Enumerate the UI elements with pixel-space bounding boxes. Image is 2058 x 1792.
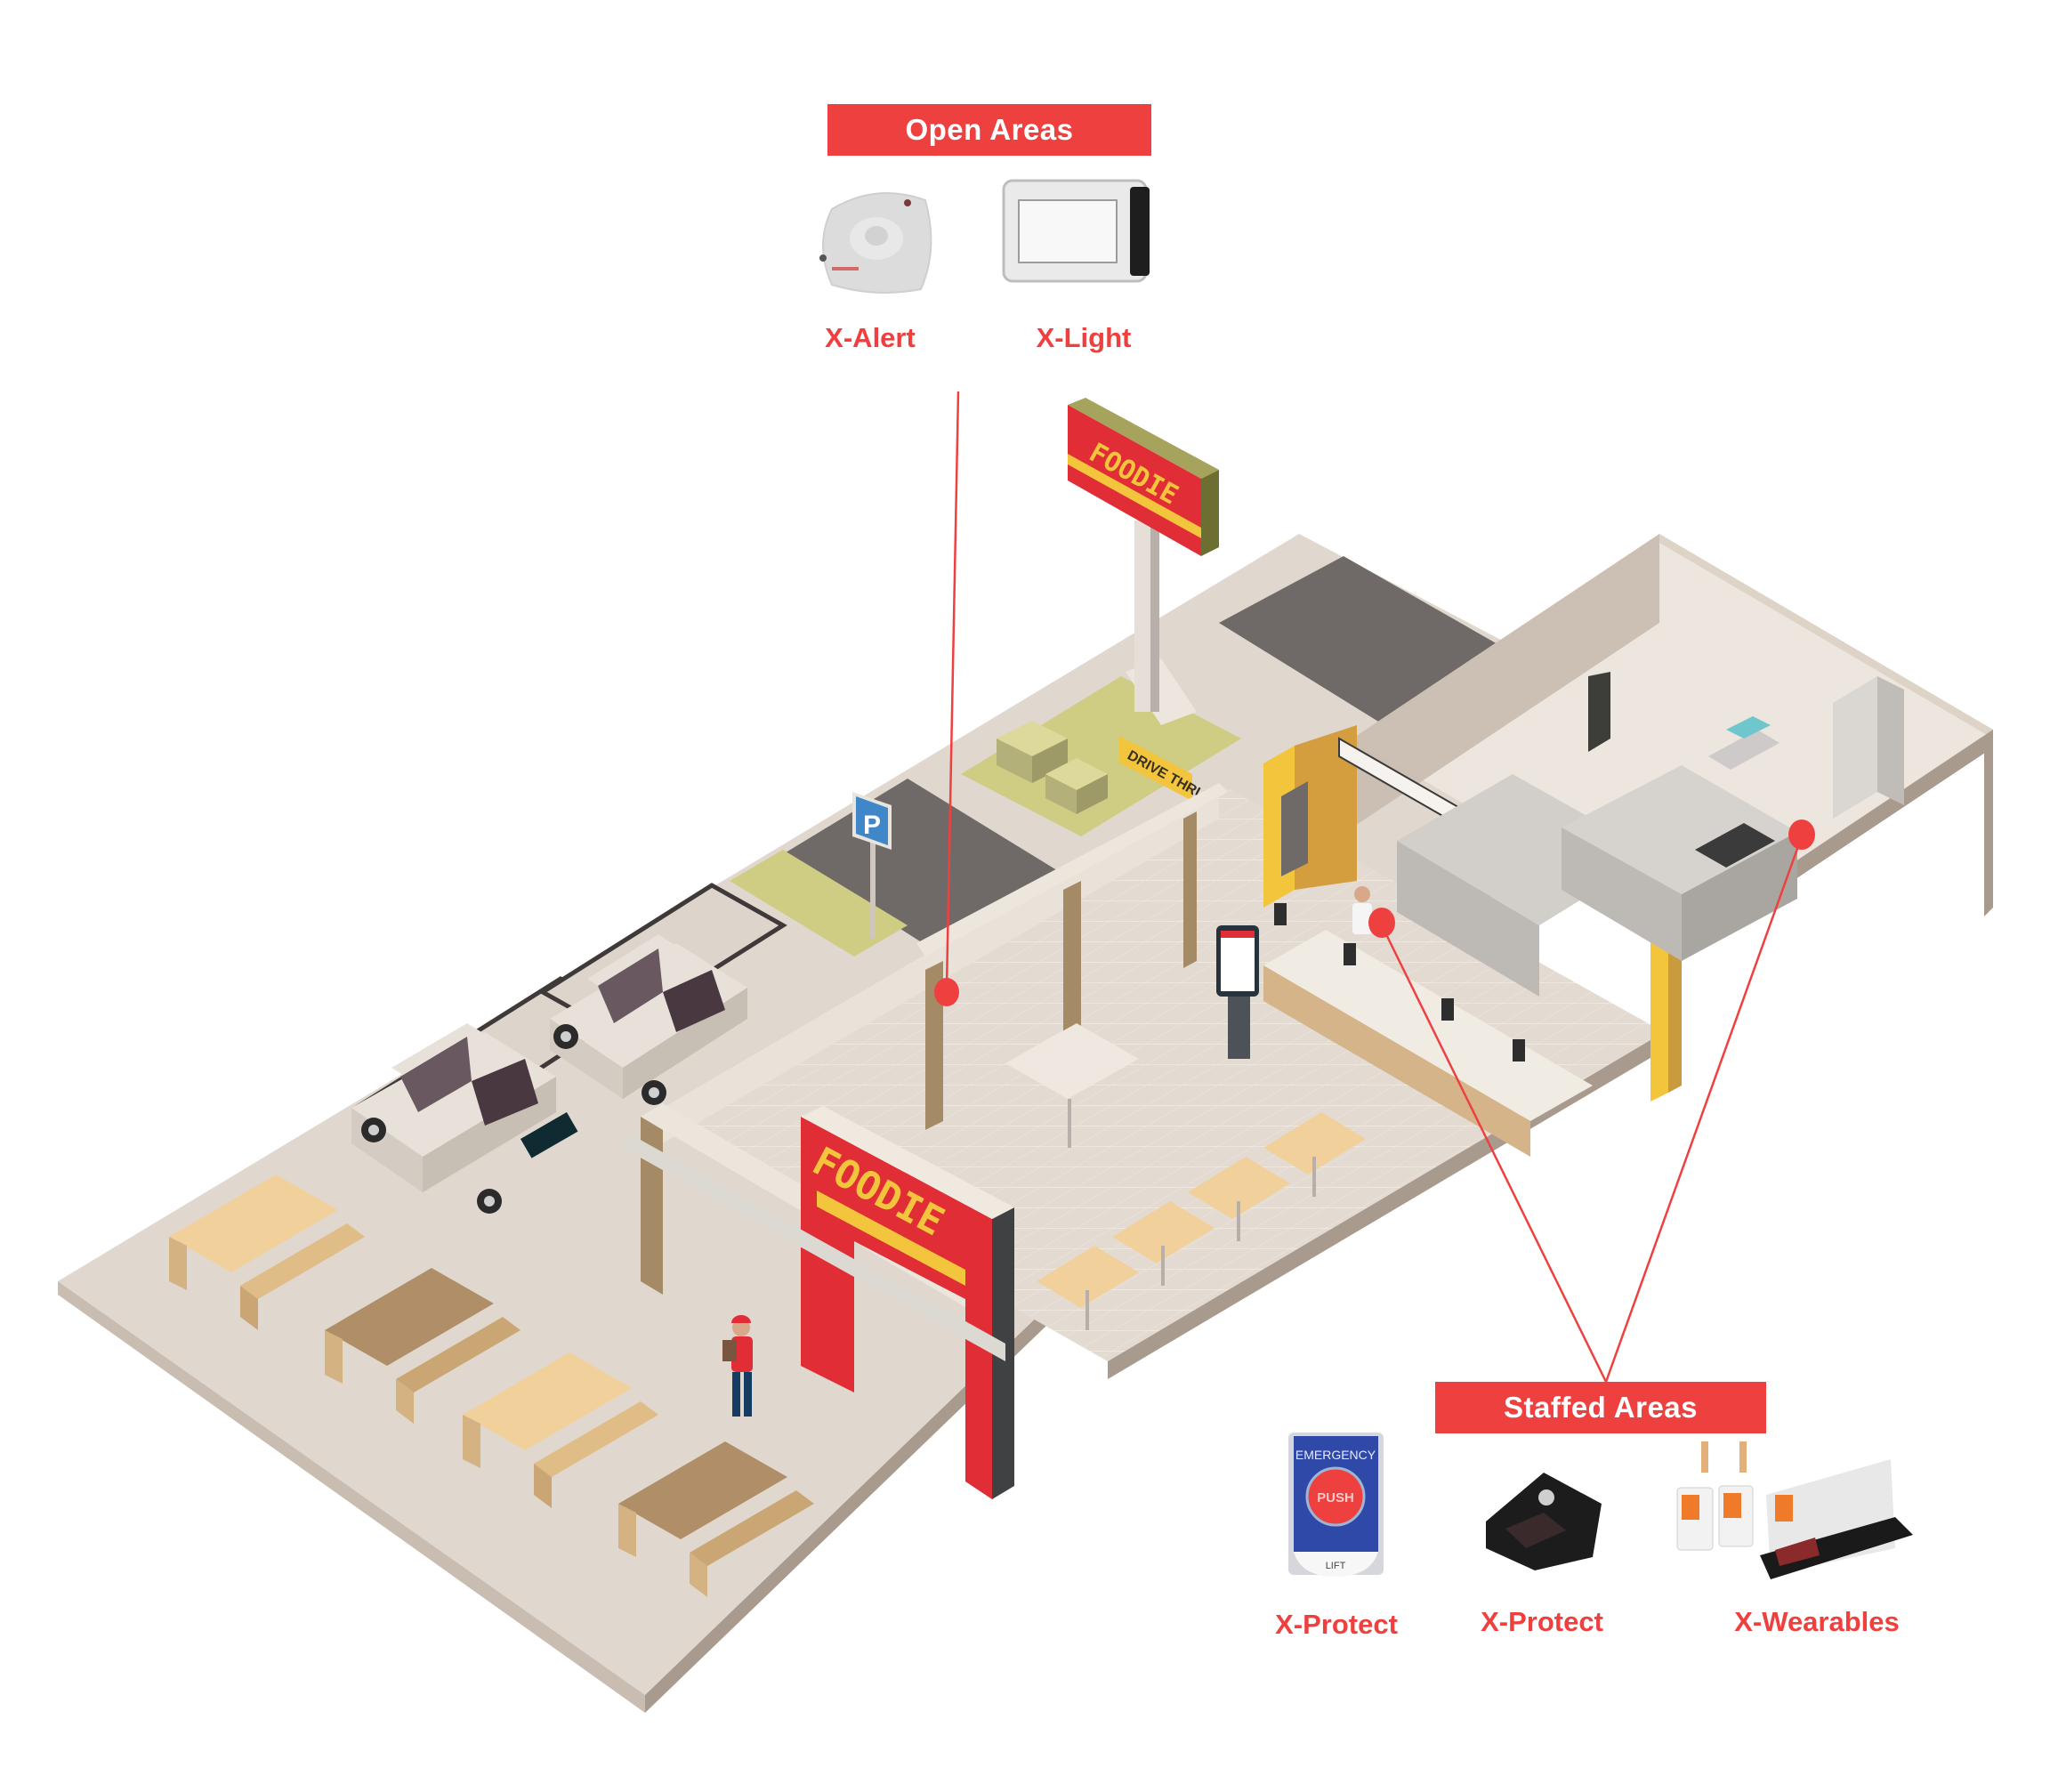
emergency-push-button-icon: EMERGENCY PUSH LIFT xyxy=(1288,1433,1384,1577)
dining-table xyxy=(1188,1157,1290,1241)
emergency-button-lift-text: LIFT xyxy=(1326,1561,1346,1571)
planter-boxes xyxy=(997,721,1108,814)
pos-terminal xyxy=(1344,943,1356,965)
dining-table xyxy=(1112,1201,1215,1286)
pos-terminal xyxy=(1513,1039,1525,1061)
staffed-areas-banner: Staffed Areas xyxy=(1435,1382,1766,1433)
x-light-label: X-Light xyxy=(1036,322,1132,353)
dining-table xyxy=(1263,1112,1366,1197)
pole-sign: FOODIE xyxy=(1068,398,1219,725)
car-1 xyxy=(550,934,747,1105)
picnic-table xyxy=(325,1268,521,1424)
strobe-light-icon xyxy=(1002,179,1150,283)
open-areas-pointer xyxy=(934,391,960,1006)
kitchen-marker-dot xyxy=(1788,819,1815,850)
pos-terminal xyxy=(1441,998,1454,1021)
open-areas-banner: Open Areas xyxy=(827,104,1151,156)
open-areas-marker-dot xyxy=(934,978,959,1006)
x-alert-label: X-Alert xyxy=(825,322,916,353)
wearable-badge-charger-icon xyxy=(1676,1441,1913,1579)
counter-marker-dot xyxy=(1368,908,1395,938)
emergency-button-push-text: PUSH xyxy=(1317,1490,1354,1505)
order-kiosk xyxy=(1216,925,1259,1059)
ceiling-alert-sensor-icon xyxy=(819,192,932,294)
parking-sign-letter: P xyxy=(863,811,881,840)
indoor-tables xyxy=(1005,1023,1366,1330)
picnic-table xyxy=(618,1441,814,1597)
parking-sign: P xyxy=(852,792,892,939)
x-protect-pager-label: X-Protect xyxy=(1481,1606,1603,1637)
emergency-button-top-text: EMERGENCY xyxy=(1295,1448,1376,1462)
cashier xyxy=(1352,886,1372,934)
car-2 xyxy=(351,1023,578,1214)
kitchen xyxy=(1263,534,1993,1102)
storefront-sign: FOODIE xyxy=(623,1106,1014,1499)
front-counter xyxy=(1263,886,1593,1157)
picnic-table xyxy=(169,1174,365,1330)
x-wearables-label: X-Wearables xyxy=(1734,1606,1900,1637)
outdoor-seating xyxy=(169,1174,814,1597)
dining-table xyxy=(1005,1023,1139,1148)
x-protect-button-label: X-Protect xyxy=(1275,1609,1398,1640)
pos-terminal xyxy=(1274,903,1287,925)
panic-pager-icon xyxy=(1486,1473,1602,1570)
dining-table xyxy=(1037,1246,1139,1330)
picnic-table xyxy=(463,1352,658,1508)
delivery-person xyxy=(722,1315,753,1417)
staffed-areas-pointers xyxy=(1368,819,1815,1383)
